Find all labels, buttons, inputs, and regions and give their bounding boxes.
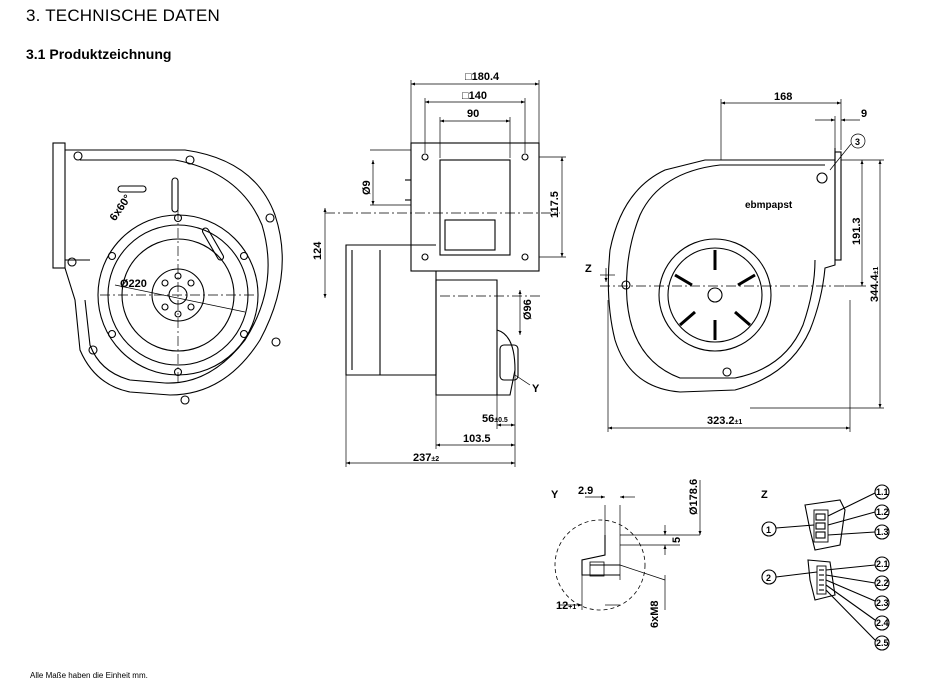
detail-z-title: Z [761, 489, 768, 501]
height-117-label: 117.5 [549, 191, 561, 218]
pin-1-3-label: 1.3 [876, 527, 889, 537]
thread-label: 6xM8 [649, 600, 661, 628]
depth-56-label: 56±0.5 [482, 413, 508, 425]
hole-dia-label: Ø9 [361, 180, 373, 195]
pin-1-1-label: 1.1 [876, 487, 889, 497]
height-191-label: 191.3 [851, 217, 863, 245]
pin-2-1-label: 2.1 [876, 559, 889, 569]
detail-z-drawing [761, 484, 890, 651]
height-344-label: 344.4±1 [869, 267, 881, 302]
depth-237-label: 237±2 [413, 452, 439, 464]
dim-178-label: Ø178.6 [688, 479, 700, 515]
left-view [52, 142, 283, 405]
height-124-label: 124 [312, 241, 324, 260]
view-z-callout: Z [585, 263, 592, 275]
flange-outer-label: □180.4 [465, 71, 500, 83]
outlet-dia-label: Ø96 [522, 299, 534, 320]
angle-label: 6x60° [108, 193, 134, 224]
footer-note: Alle Maße haben die Einheit mm. [30, 671, 148, 680]
width-323-label: 323.2±1 [707, 415, 742, 427]
detail-y-drawing [554, 480, 702, 611]
group-1-label: 1 [766, 525, 771, 535]
detail-y-callout: Y [532, 383, 540, 395]
front-view [600, 148, 845, 393]
front-view-dimensions [600, 99, 884, 432]
diameter-220-label: Ø220 [120, 278, 147, 290]
brand-label: ebmpapst [745, 200, 793, 211]
pin-2-3-label: 2.3 [876, 598, 889, 608]
depth-103-label: 103.5 [463, 433, 491, 445]
section-title: 3. TECHNISCHE DATEN [26, 6, 220, 25]
detail-y-title: Y [551, 489, 559, 501]
width-168-label: 168 [774, 91, 792, 103]
pin-2-4-label: 2.4 [876, 618, 889, 628]
hole-spacing-label: 90 [467, 108, 479, 120]
side-view-dimensions [323, 80, 566, 467]
side-view [325, 142, 560, 396]
subsection-title: 3.1 Produktzeichnung [26, 46, 172, 62]
marker-3-label: 3 [855, 137, 860, 147]
pin-1-2-label: 1.2 [876, 507, 889, 517]
pin-2-5-label: 2.5 [876, 638, 889, 648]
group-2-label: 2 [766, 573, 771, 583]
width-9-label: 9 [861, 108, 867, 120]
flange-inner-label: □140 [462, 90, 487, 102]
pin-2-2-label: 2.2 [876, 578, 889, 588]
dim-2-9-label: 2.9 [578, 485, 593, 497]
dim-12-label: 12+1 [556, 600, 576, 612]
dim-5-label: 5 [671, 537, 683, 543]
